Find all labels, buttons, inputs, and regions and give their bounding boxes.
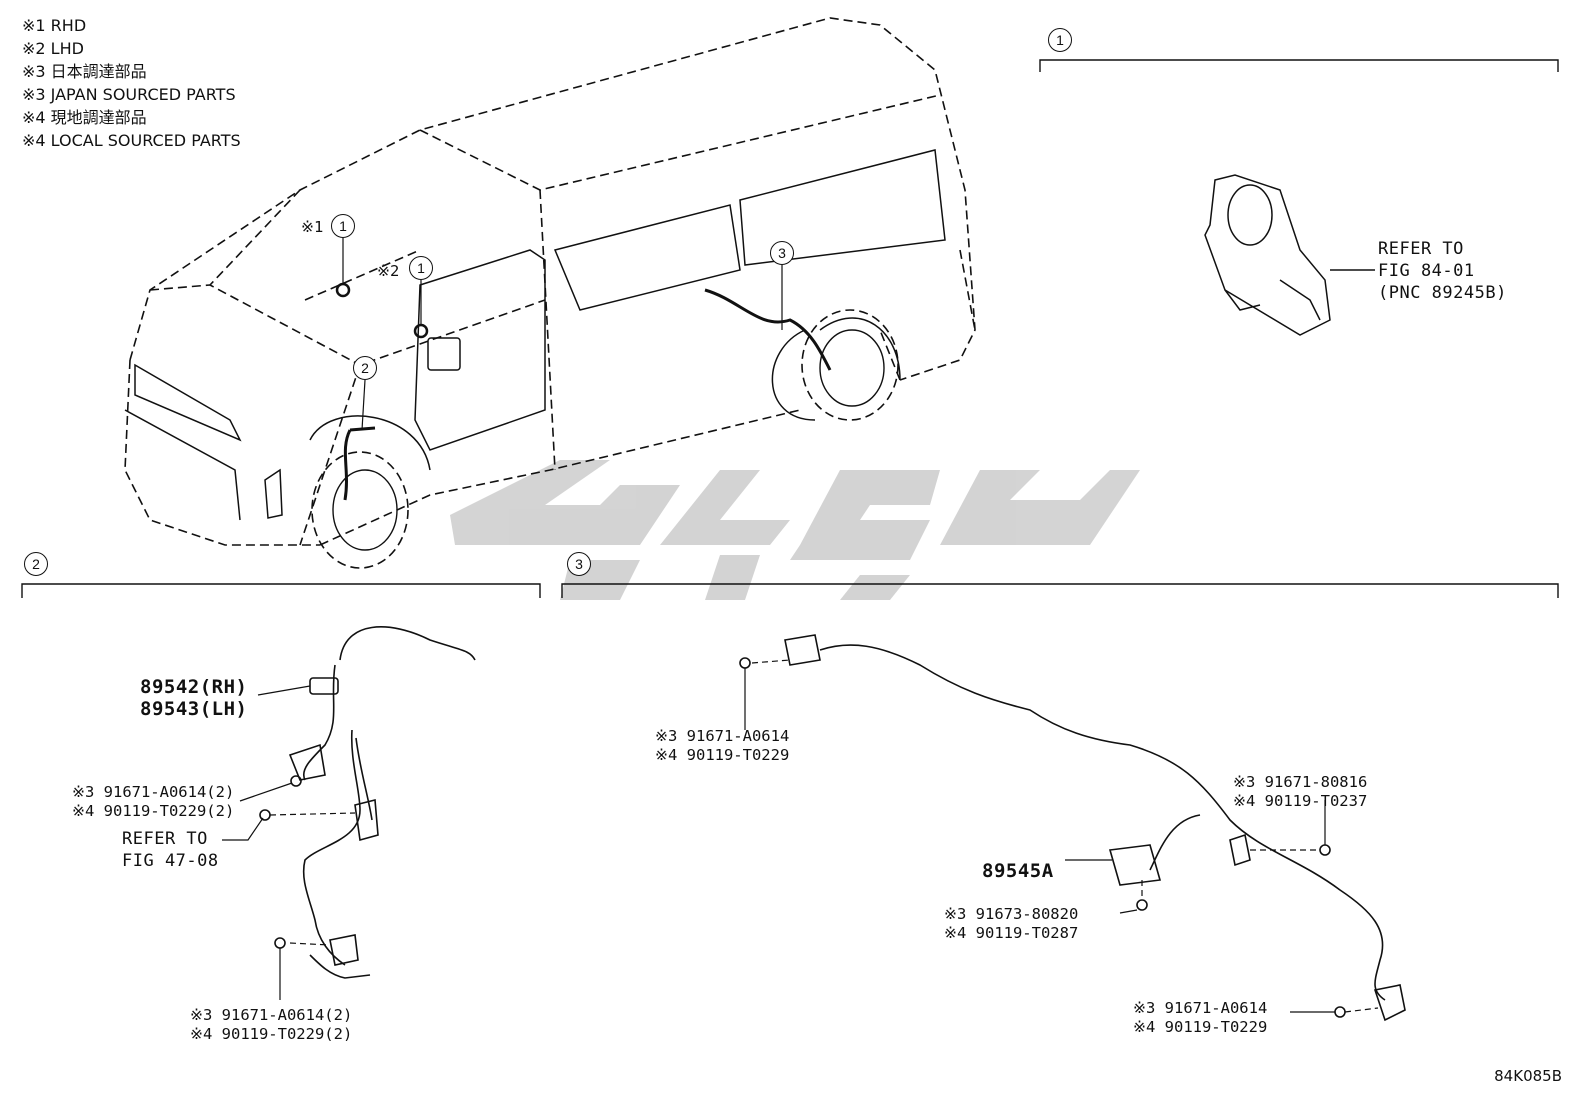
callout-1-lhd: 1	[409, 256, 433, 280]
note-lhd: ※2 LHD	[22, 39, 84, 58]
section-2-bolt-b-line2: ※4 90119-T0229(2)	[190, 1025, 353, 1043]
section-3-bolt-b: ※3 91671-80816 ※4 90119-T0237	[1233, 773, 1367, 811]
section-1-ref-line3: (PNC 89245B)	[1378, 283, 1507, 303]
van-wheels	[311, 309, 899, 569]
van-outline	[124, 17, 976, 546]
van-wheels-inner	[332, 329, 885, 551]
section-2-bolt-a-line2: ※4 90119-T0229(2)	[72, 802, 235, 820]
note-japan-sourced-en: ※3 JAPAN SOURCED PARTS	[22, 85, 236, 104]
section-3-bolt-d-line2: ※4 90119-T0229	[1133, 1018, 1268, 1036]
mark-rhd: ※1	[301, 218, 324, 236]
callout-2-van: 2	[353, 356, 377, 380]
van-leaders	[342, 238, 783, 431]
section-2-bolt-a: ※3 91671-A0614(2) ※4 90119-T0229(2)	[72, 783, 234, 821]
note-local-sourced-en: ※4 LOCAL SOURCED PARTS	[22, 131, 241, 150]
note-japan-sourced-jp: ※3 日本調達部品	[22, 62, 147, 81]
notes-legend: ※1 RHD ※2 LHD ※3 日本調達部品 ※3 JAPAN SOURCED…	[22, 14, 241, 152]
rear-sensor-harness	[739, 634, 1406, 1022]
part-number-89543-lh: 89543(LH)	[140, 698, 248, 720]
section-3-bolt-c-line2: ※4 90119-T0287	[944, 924, 1079, 942]
section-2-bolt-b: ※3 91671-A0614(2) ※4 90119-T0229(2)	[190, 1006, 352, 1044]
mark-lhd: ※2	[377, 262, 400, 280]
section-2-reference: REFER TO FIG 47-08	[122, 828, 219, 872]
section-1-ref-line1: REFER TO	[1378, 239, 1464, 259]
section-brackets	[21, 59, 1559, 598]
section-3-bolt-b-line2: ※4 90119-T0237	[1233, 792, 1368, 810]
section-2-callout: 2	[24, 552, 48, 576]
front-sensor-harness	[259, 626, 476, 979]
part-number-89545a: 89545A	[982, 860, 1054, 882]
section-3-bolt-c: ※3 91673-80820 ※4 90119-T0287	[944, 905, 1078, 943]
sensor-location-lhd	[413, 323, 429, 339]
section-3-bolt-d-line1: ※3 91671-A0614	[1133, 999, 1268, 1017]
section-3-callout: 3	[567, 552, 591, 576]
rear-leaders	[744, 659, 1379, 1013]
section-1-reference: REFER TO FIG 84-01 (PNC 89245B)	[1378, 238, 1507, 304]
steering-sensor-part	[1204, 174, 1375, 336]
section-3-bolt-b-line1: ※3 91671-80816	[1233, 773, 1368, 791]
section-1-callout: 1	[1048, 28, 1072, 52]
note-local-sourced-jp: ※4 現地調達部品	[22, 108, 147, 127]
sensor-location-rhd	[335, 282, 351, 298]
callout-3-van: 3	[770, 241, 794, 265]
note-rhd: ※1 RHD	[22, 16, 87, 35]
front-leaders	[222, 685, 356, 1000]
section-3-bolt-a: ※3 91671-A0614 ※4 90119-T0229	[655, 727, 789, 765]
part-number-89542-rh: 89542(RH)	[140, 676, 248, 698]
callout-1-rhd: 1	[331, 214, 355, 238]
section-2-bolt-a-line1: ※3 91671-A0614(2)	[72, 783, 235, 801]
section-3-bolt-d: ※3 91671-A0614 ※4 90119-T0229	[1133, 999, 1267, 1037]
van-details	[124, 149, 946, 521]
watermark-logo	[450, 460, 1140, 600]
section-2-ref-line2: FIG 47-08	[122, 851, 219, 871]
section-2-ref-line1: REFER TO	[122, 829, 208, 849]
section-1-ref-line2: FIG 84-01	[1378, 261, 1475, 281]
section-3-bolt-a-line2: ※4 90119-T0229	[655, 746, 790, 764]
section-3-bolt-c-line1: ※3 91673-80820	[944, 905, 1079, 923]
diagram-code: 84K085B	[1494, 1067, 1562, 1085]
section-3-bolt-a-line1: ※3 91671-A0614	[655, 727, 790, 745]
section-2-bolt-b-line1: ※3 91671-A0614(2)	[190, 1006, 353, 1024]
